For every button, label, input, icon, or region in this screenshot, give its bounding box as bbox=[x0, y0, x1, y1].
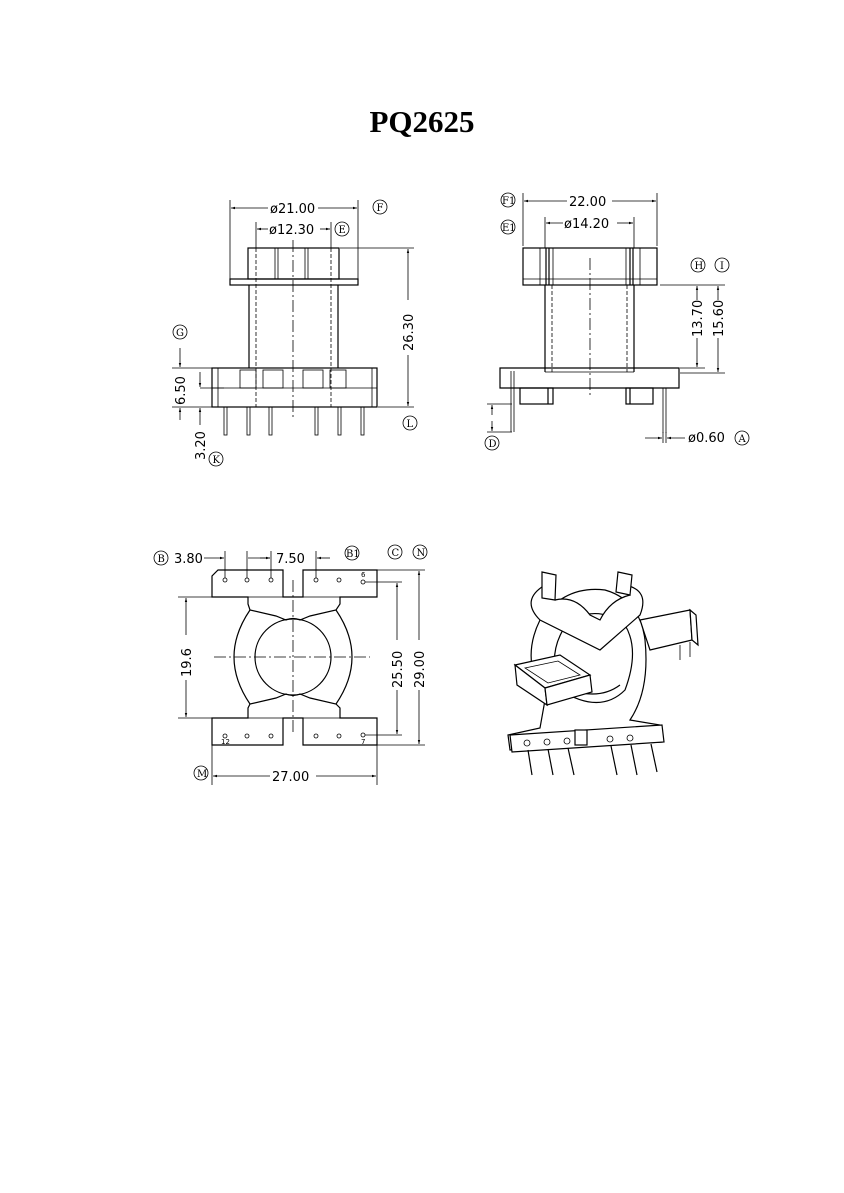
svg-text:M: M bbox=[197, 769, 207, 780]
label-b: B bbox=[153, 550, 169, 566]
label-a: A bbox=[734, 430, 750, 446]
dim-gap: 7.50 bbox=[276, 552, 305, 567]
svg-text:L: L bbox=[407, 419, 414, 430]
label-k: K bbox=[208, 451, 224, 467]
svg-text:F1: F1 bbox=[502, 196, 515, 207]
svg-text:K: K bbox=[213, 455, 221, 466]
dim-height: 26.30 bbox=[402, 314, 417, 351]
dim-top-outer: ø21.00 bbox=[270, 202, 315, 217]
pin-number-6: 6 bbox=[361, 571, 366, 579]
front-pins bbox=[223, 406, 365, 436]
dim-width: 22.00 bbox=[569, 195, 606, 210]
label-l: L bbox=[402, 415, 418, 431]
label-b1: B1 bbox=[344, 545, 360, 561]
iso-pins bbox=[523, 734, 658, 776]
dim-width: 27.00 bbox=[272, 770, 309, 785]
dim-pin: 3.20 bbox=[194, 431, 209, 460]
svg-text:A: A bbox=[738, 434, 747, 445]
side-view: 22.00 ø14.20 13.70 15.60 ø0.60 F1 E1 H I… bbox=[484, 192, 750, 451]
pin-holes bbox=[222, 577, 366, 739]
svg-text:B: B bbox=[158, 554, 165, 565]
svg-text:E1: E1 bbox=[502, 223, 516, 234]
front-view: ø21.00 ø12.30 26.30 6.50 3.20 F E G L K bbox=[172, 199, 418, 467]
svg-text:N: N bbox=[417, 548, 426, 559]
label-g: G bbox=[172, 324, 188, 340]
label-d: D bbox=[484, 435, 500, 451]
pin-number-12: 12 bbox=[221, 738, 230, 746]
isometric-view bbox=[507, 571, 699, 776]
drawing-title: PQ2625 bbox=[369, 104, 475, 139]
dim-h2: 15.60 bbox=[712, 300, 727, 337]
label-f1: F1 bbox=[500, 192, 516, 208]
svg-text:D: D bbox=[489, 439, 497, 450]
label-e: E bbox=[334, 221, 350, 237]
dim-base: 6.50 bbox=[174, 376, 189, 405]
dim-depth: 29.00 bbox=[413, 651, 428, 688]
label-i: I bbox=[714, 257, 730, 273]
dim-core: 19.6 bbox=[180, 648, 195, 677]
label-n: N bbox=[412, 544, 428, 560]
svg-text:H: H bbox=[695, 261, 704, 272]
svg-text:G: G bbox=[176, 328, 184, 339]
dim-pitch: 3.80 bbox=[174, 552, 203, 567]
label-f: F bbox=[372, 199, 388, 215]
svg-text:E: E bbox=[339, 225, 346, 236]
dim-inner: ø14.20 bbox=[564, 217, 609, 232]
svg-text:F: F bbox=[377, 203, 384, 214]
dim-h1: 13.70 bbox=[691, 300, 706, 337]
svg-text:B1: B1 bbox=[346, 549, 360, 560]
dim-pin-span: 25.50 bbox=[391, 651, 406, 688]
dim-pin-dia: ø0.60 bbox=[688, 431, 725, 446]
label-c: C bbox=[387, 544, 403, 560]
svg-text:C: C bbox=[392, 548, 400, 559]
pin-number-7: 7 bbox=[361, 738, 365, 746]
bottom-view: 6 7 12 3.80 7.50 19.6 25.50 29.00 27.00 … bbox=[153, 544, 428, 785]
label-h: H bbox=[690, 257, 706, 273]
dim-top-inner: ø12.30 bbox=[269, 223, 314, 238]
label-m: M bbox=[193, 765, 209, 781]
label-e1: E1 bbox=[500, 219, 516, 235]
svg-text:I: I bbox=[720, 261, 724, 272]
